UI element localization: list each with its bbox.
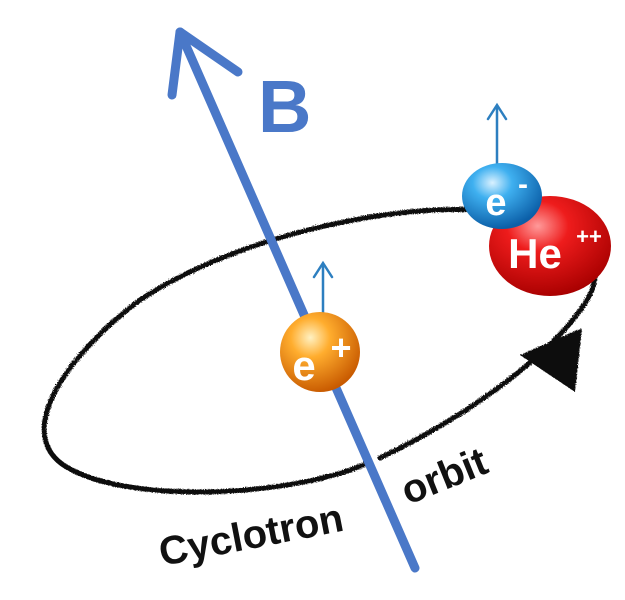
electron-spin-arrow-icon [486,102,508,170]
magnetic-field-label: B [258,65,311,148]
orbit-arrowhead-icon [520,328,582,392]
magnetic-field-arrowhead [167,27,243,100]
helium-label: He [508,230,562,277]
positron-charge: + [330,327,351,368]
orbit-label-cyclotron: Cyclotron [155,496,347,575]
positron-label: e [292,342,315,389]
magnetic-field-line [175,27,420,573]
electron-charge: - [518,168,528,201]
electron-particle: e - [462,163,542,229]
orbit-label-orbit: orbit [395,439,494,513]
electron-label: e [485,182,506,224]
positron-particle: e + [280,312,360,392]
helium-nucleus-particle: He ++ [489,196,611,296]
orbit-back [41,207,478,495]
positron-spin-arrow-icon [312,260,334,320]
helium-charge: ++ [576,224,602,249]
